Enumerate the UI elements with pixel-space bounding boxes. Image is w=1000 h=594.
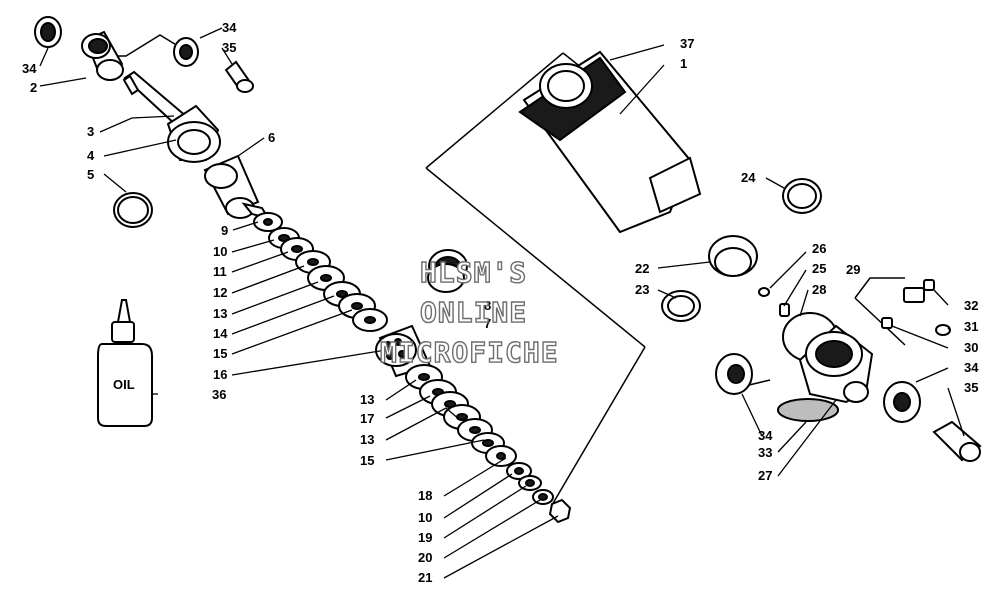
leader-lines	[39, 27, 965, 579]
oil-bottle: OIL	[97, 299, 153, 427]
sleeve-top	[224, 60, 254, 93]
callout-8: 8	[484, 298, 491, 313]
shock-body	[518, 50, 702, 234]
callout-7: 7	[484, 316, 491, 331]
callout-19: 19	[418, 530, 432, 545]
callout-labels: 34 2 34 35 3 4 5 6 9 10 11 12 13 14 15 1…	[22, 20, 979, 585]
ring-23	[661, 290, 701, 322]
callout-32: 32	[964, 298, 978, 313]
callout-13: 13	[360, 432, 374, 447]
bushing-left-top	[34, 16, 62, 48]
watermark: HLSM'S ONLINE MICROFICHE	[379, 255, 559, 369]
callout-9: 9	[221, 223, 228, 238]
svg-text:ONLINE: ONLINE	[420, 296, 527, 329]
oil-bottle-label: OIL	[113, 377, 135, 392]
callout-35: 35	[964, 380, 978, 395]
callout-1: 1	[680, 56, 687, 71]
callout-28: 28	[812, 282, 826, 297]
valve-29	[903, 279, 935, 303]
callout-34: 34	[222, 20, 237, 35]
callout-36: 36	[212, 387, 226, 402]
washer-31	[935, 324, 951, 336]
callout-15: 15	[213, 346, 227, 361]
callout-25: 25	[812, 261, 826, 276]
svg-text:HLSM'S: HLSM'S	[420, 256, 527, 289]
bushing-top	[173, 37, 199, 67]
wear-band	[427, 249, 468, 293]
shim-stack-upper	[253, 212, 388, 332]
callout-17: 17	[360, 411, 374, 426]
callout-29: 29	[846, 262, 860, 277]
reservoir-head	[798, 324, 874, 404]
callout-34: 34	[758, 428, 773, 443]
ring-26	[758, 287, 770, 297]
callout-34: 34	[22, 61, 37, 76]
shaft-bushing	[203, 154, 271, 220]
callout-12: 12	[213, 285, 227, 300]
callout-5: 5	[87, 167, 94, 182]
callout-10: 10	[418, 510, 432, 525]
callout-13: 13	[360, 392, 374, 407]
callout-34: 34	[964, 360, 979, 375]
callout-37: 37	[680, 36, 694, 51]
bushing-34-right	[883, 381, 921, 423]
callout-22: 22	[635, 261, 649, 276]
callout-35: 35	[222, 40, 236, 55]
callout-10: 10	[213, 244, 227, 259]
callout-4: 4	[87, 148, 95, 163]
callout-13: 13	[213, 306, 227, 321]
callout-24: 24	[741, 170, 756, 185]
eye-mount	[81, 30, 124, 81]
callout-15: 15	[360, 453, 374, 468]
callout-30: 30	[964, 340, 978, 355]
callout-14: 14	[213, 326, 228, 341]
cap-22	[708, 235, 758, 277]
callout-27: 27	[758, 468, 772, 483]
callout-21: 21	[418, 570, 432, 585]
callout-11: 11	[213, 264, 227, 279]
callout-20: 20	[418, 550, 432, 565]
callout-16: 16	[213, 367, 227, 382]
callout-18: 18	[418, 488, 432, 503]
piston-nut	[548, 498, 572, 524]
plug-30	[881, 317, 893, 329]
callout-6: 6	[268, 130, 275, 145]
callout-2: 2	[30, 80, 37, 95]
callout-23: 23	[635, 282, 649, 297]
callout-31: 31	[964, 319, 978, 334]
svg-text:MICROFICHE: MICROFICHE	[380, 336, 559, 369]
shim-stack-lower	[405, 364, 554, 505]
disc-33	[777, 398, 839, 422]
sleeve-35	[932, 420, 982, 462]
seal-head	[166, 104, 221, 163]
callout-33: 33	[758, 445, 772, 460]
callout-26: 26	[812, 241, 826, 256]
callout-3: 3	[87, 124, 94, 139]
bushing-34-left	[715, 353, 753, 395]
